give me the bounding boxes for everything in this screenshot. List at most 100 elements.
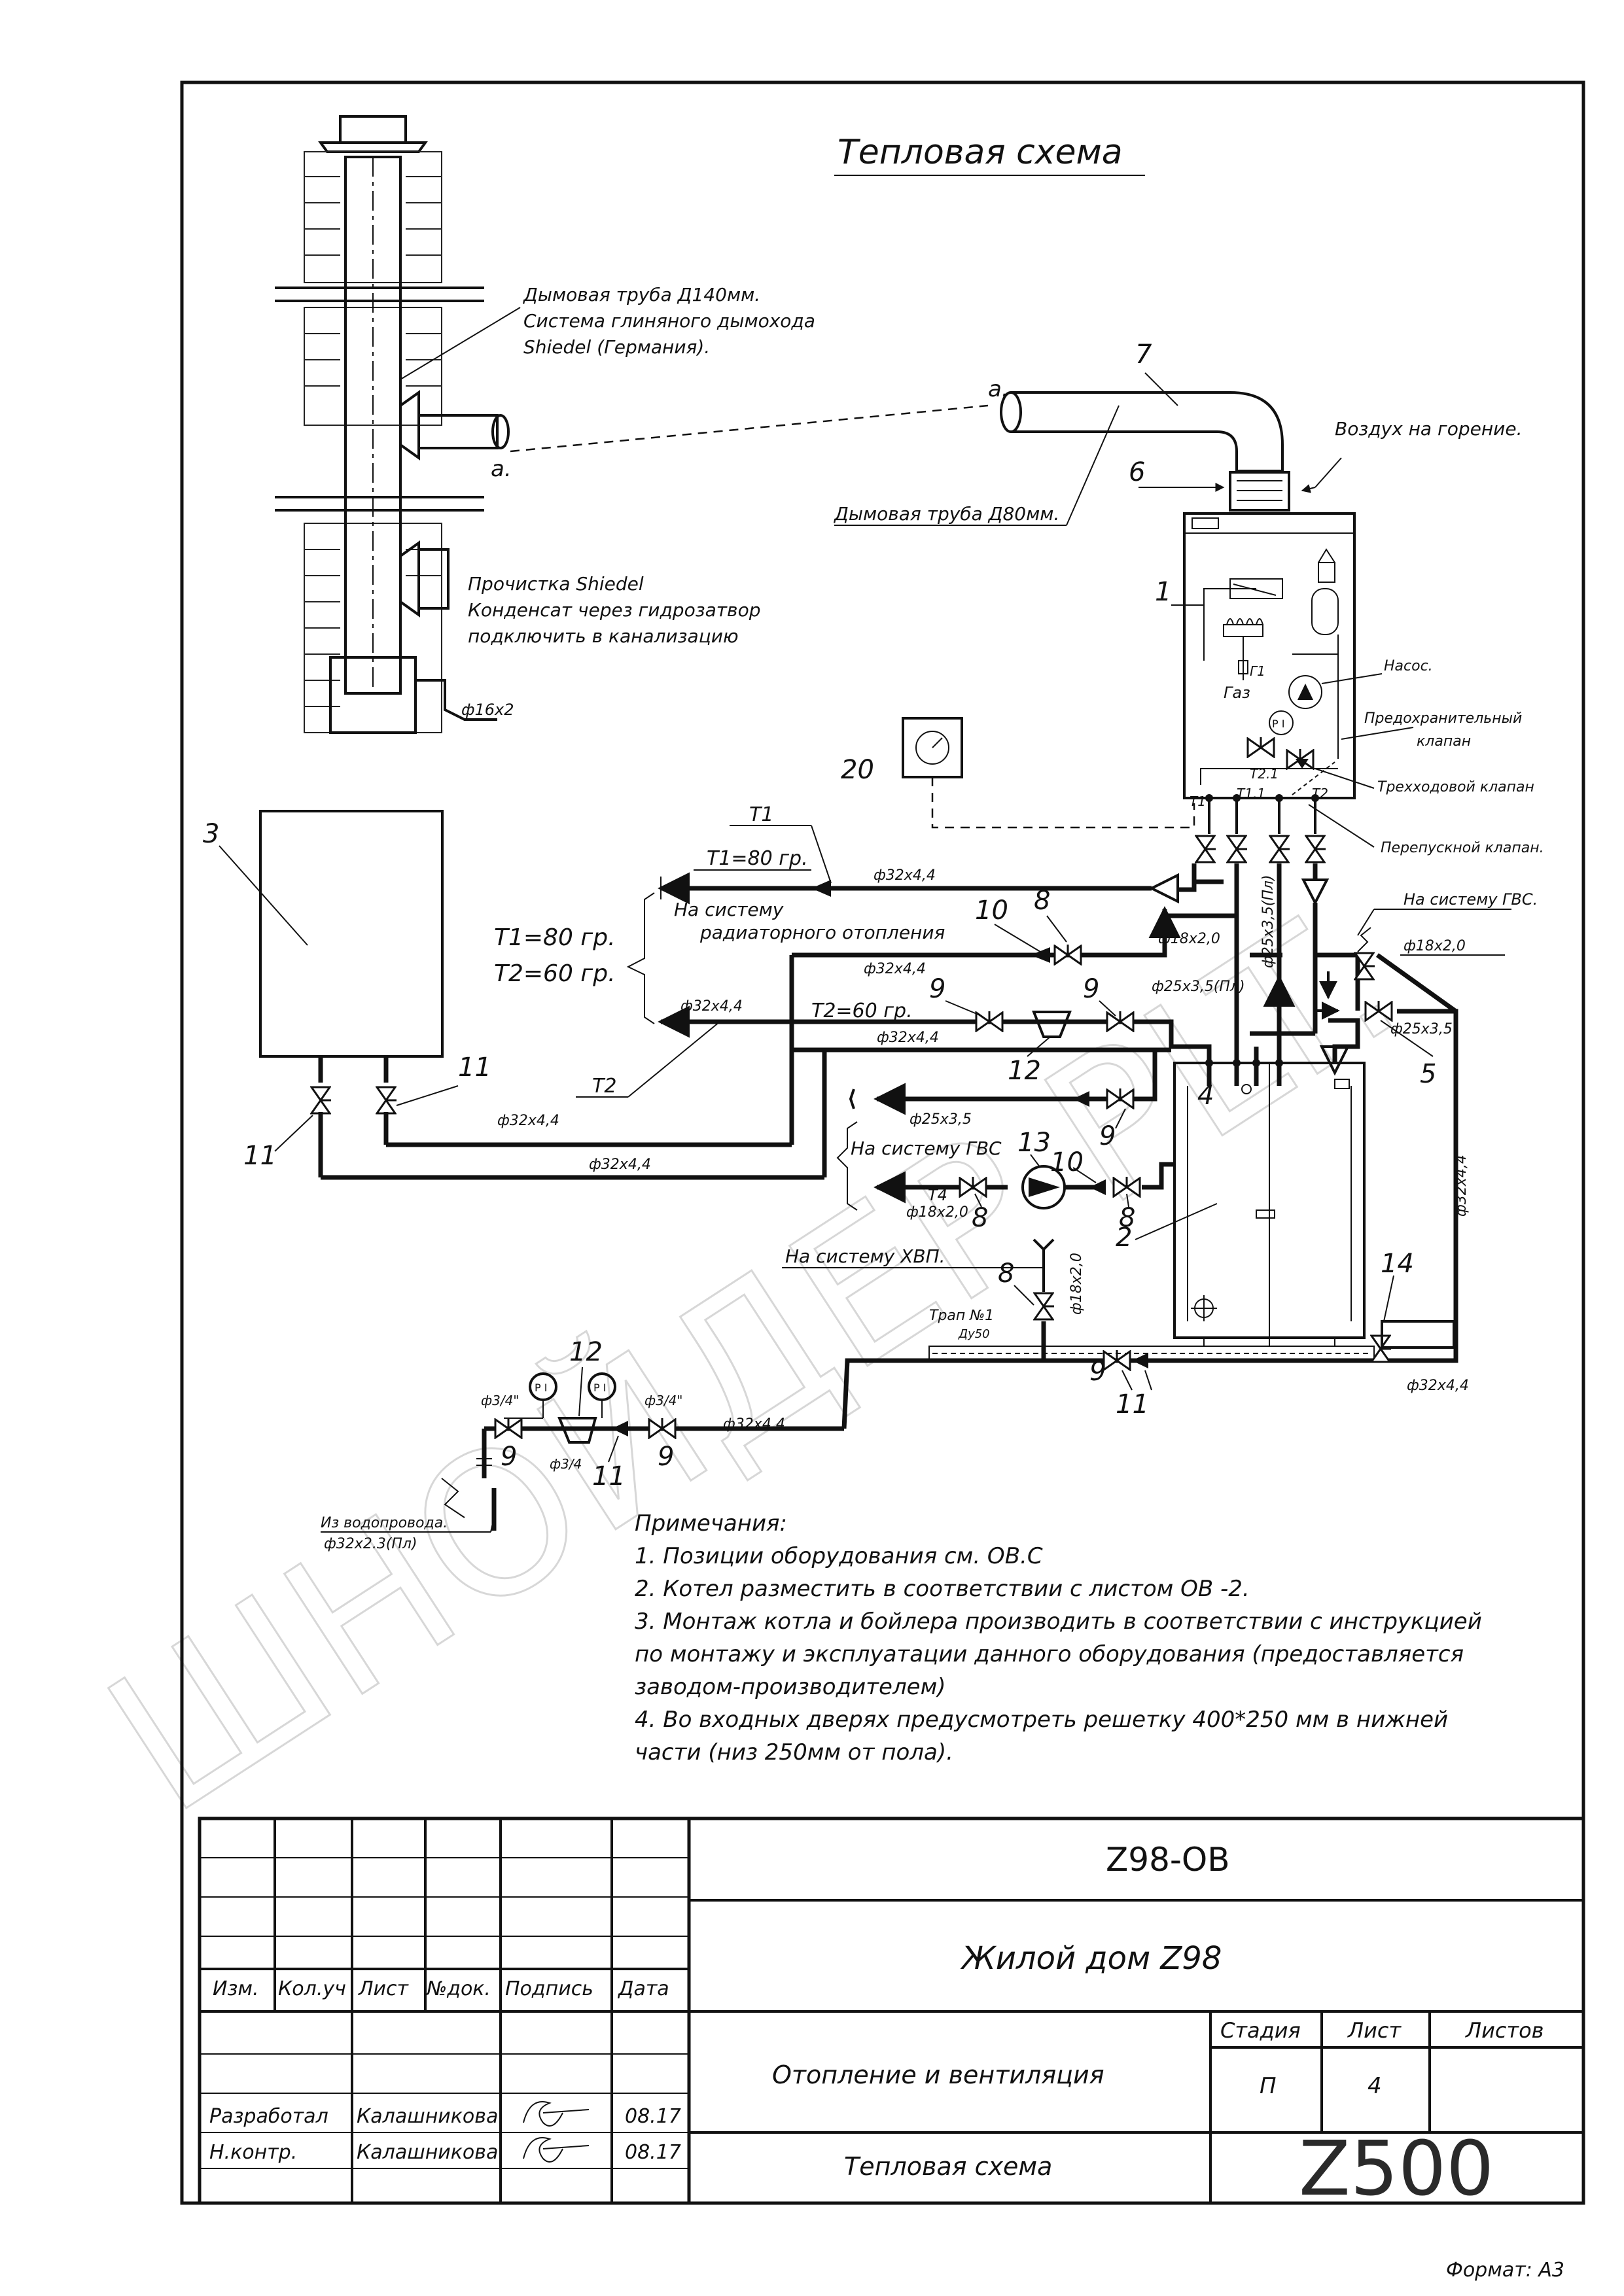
- chimney-section: а. ф16х2 Дымовая труба Д140мм. Система г…: [275, 115, 815, 734]
- pos-9-left: 9: [929, 974, 945, 1004]
- role-developer: Разработал: [209, 2105, 328, 2128]
- date-developer: 08.17: [625, 2105, 681, 2128]
- pos-12-inlet: 12: [569, 1337, 603, 1367]
- pos-9-right: 9: [1083, 974, 1099, 1004]
- mark-a-left: а.: [491, 456, 512, 482]
- pos-10-top: 10: [975, 896, 1008, 926]
- signature-1: [523, 2101, 590, 2127]
- condensate-drain: [415, 679, 497, 721]
- t2-bottom-label: Т2: [592, 1075, 616, 1098]
- safety-valve-label-2: клапан: [1417, 733, 1471, 750]
- boiler-body: [1183, 512, 1356, 799]
- tank-valve-left: [310, 1086, 331, 1115]
- cleanout-label-1: Прочистка Shiedel: [468, 573, 644, 595]
- pos-13: 13: [1017, 1128, 1051, 1158]
- note-3c: заводом-производителем): [635, 1674, 946, 1700]
- pos-10-gvs: 10: [1050, 1147, 1084, 1177]
- t1-top-label: Т1: [749, 803, 773, 826]
- pos-1: 1: [1155, 577, 1171, 607]
- boiler-valve-t21: [1269, 835, 1290, 863]
- drain-size-label: ф16х2: [461, 701, 514, 719]
- boiler-t21: Т2.1: [1250, 766, 1279, 782]
- chimney-cap-rim: [318, 141, 428, 153]
- pos-9-inlet-right: 9: [658, 1442, 674, 1472]
- pos-20: 20: [841, 755, 874, 785]
- stamp-sheet-title: Тепловая схема: [844, 2152, 1052, 2181]
- gvs-top-label: На систему ГВС.: [1403, 890, 1538, 909]
- tank-valve-right: [376, 1086, 397, 1115]
- flue-label: Дымовая труба Д80мм.: [833, 503, 1059, 525]
- funnel-icon: [1319, 1045, 1350, 1076]
- burner-flames-icon: [1223, 618, 1263, 637]
- hvp-outlet: [1033, 1238, 1055, 1292]
- signature-2: [523, 2137, 590, 2163]
- chimney-label-2: Система глиняного дымохода: [523, 310, 815, 332]
- valve-8-top: [1053, 945, 1082, 965]
- col-ndok: №док.: [425, 1977, 491, 2000]
- to-radiator-label-1: На систему: [674, 899, 784, 920]
- col-kol: Кол.уч: [278, 1977, 346, 2000]
- t1-eq-label: Т1=80 гр.: [707, 847, 808, 870]
- filter-icon: [1301, 878, 1330, 906]
- pump-label: Насос.: [1384, 658, 1433, 674]
- col-list: Лист: [358, 1977, 410, 2000]
- dim-d32-8: ф32х4,4: [1407, 1378, 1469, 1394]
- pos-11-inlet: 11: [592, 1461, 626, 1491]
- pi-right: P I: [593, 1382, 606, 1394]
- pos-14: 14: [1381, 1249, 1414, 1279]
- pos-5: 5: [1420, 1059, 1436, 1089]
- t4-label: Т4: [928, 1186, 947, 1204]
- dim-d25pl-1: ф25х3,5(Пл): [1152, 979, 1245, 995]
- bypass-label: Перепускной клапан.: [1381, 840, 1544, 856]
- valve-9-left: [975, 1011, 1004, 1032]
- drain-label-1: Трап №1: [929, 1308, 994, 1324]
- pi-left: P I: [535, 1382, 547, 1394]
- pos-9-gvs: 9: [1099, 1121, 1116, 1151]
- pos-6: 6: [1129, 457, 1145, 487]
- chimney-leader: [400, 307, 521, 380]
- flue-link-dashed: [510, 404, 989, 453]
- valve-9-main: [1103, 1350, 1131, 1371]
- page-title: Тепловая схема: [838, 133, 1123, 172]
- pos-11-main: 11: [1116, 1389, 1149, 1419]
- pos-8-hvp: 8: [998, 1259, 1014, 1289]
- dim-d32-1: ф32х4,4: [874, 867, 936, 884]
- t2-eq-label: Т2=60 гр.: [811, 1000, 913, 1022]
- radiator-brace: [626, 892, 655, 1024]
- boiler-valve-t1: [1195, 835, 1216, 863]
- boiler-t11: Т1.1: [1237, 786, 1265, 801]
- dim-d32-4: ф32х4,4: [877, 1030, 939, 1046]
- col-izm: Изм.: [213, 1977, 259, 2000]
- boiler-valve-1: [1246, 737, 1275, 758]
- gvs-return-pipe: [1394, 1009, 1458, 1363]
- strainer-12-inlet: [557, 1417, 597, 1444]
- dim-d32-2: ф32х4,4: [864, 961, 926, 977]
- water-in-label-2: ф32х2.3(Пл): [324, 1536, 417, 1552]
- cleanout-label-2: Конденсат через гидрозатвор: [468, 599, 760, 621]
- gvs-pipe-top: [1313, 916, 1360, 981]
- role-norm-control: Н.контр.: [209, 2141, 297, 2164]
- stamp-stage-header: Стадия: [1220, 2018, 1301, 2043]
- boiler-valve-t2: [1305, 835, 1326, 863]
- company-logo: Z500: [1299, 2125, 1494, 2213]
- three-way-label: Трехходовой клапан: [1377, 779, 1534, 795]
- dim-d25-1: ф25х3,5: [1390, 1021, 1453, 1037]
- pos-9-main: 9: [1089, 1357, 1106, 1387]
- air-label: Воздух на горение.: [1335, 418, 1522, 440]
- dim-d32-5: ф32х4,4: [497, 1113, 559, 1129]
- strainer-12: [1032, 1011, 1072, 1038]
- pos-8-gvs-left: 8: [972, 1203, 988, 1233]
- pos-8-gvs-right: 8: [1119, 1203, 1135, 1233]
- note-4a: 4. Во входных дверях предусмотреть решет…: [635, 1707, 1448, 1733]
- note-4b: части (низ 250мм от пола).: [635, 1739, 953, 1765]
- dim-d18-4: ф18х2,0: [1068, 1253, 1085, 1315]
- title-block: [198, 1817, 1585, 2205]
- cold-water-main: [841, 1358, 1394, 1429]
- chimney-label-1: Дымовая труба Д140мм.: [522, 284, 760, 305]
- boiler-gas: Газ: [1224, 684, 1250, 702]
- dim-34-1: ф3/4": [481, 1393, 520, 1408]
- name-developer: Калашникова: [357, 2105, 498, 2128]
- note-1: 1. Позиции оборудования см. ОВ.С: [635, 1543, 1043, 1569]
- heat-exchanger: [1229, 578, 1283, 599]
